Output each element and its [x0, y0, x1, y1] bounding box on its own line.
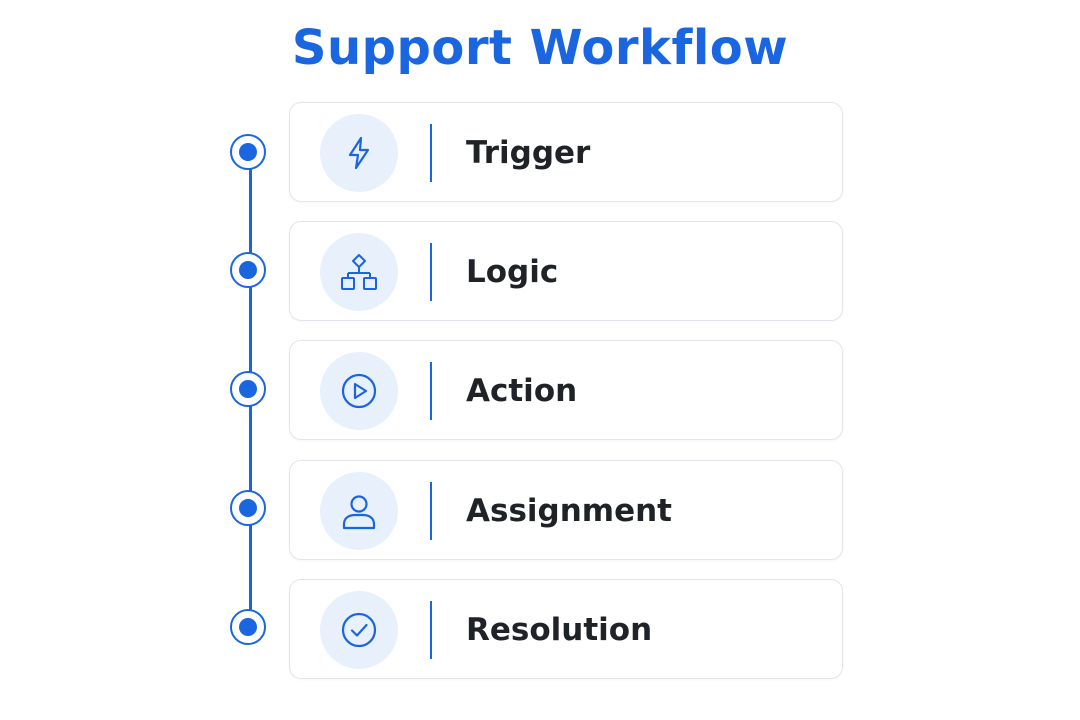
card-divider: [430, 482, 432, 540]
user-icon: [342, 495, 376, 530]
decision-tree-icon: [341, 254, 377, 290]
step-label-trigger: Trigger: [466, 135, 591, 171]
page-title: Support Workflow: [291, 20, 789, 76]
step-icon-badge: [320, 114, 398, 192]
step-label-logic: Logic: [466, 254, 559, 290]
timeline-node-trigger: [230, 134, 266, 170]
check-circle-icon: [341, 612, 377, 648]
step-card-trigger[interactable]: Trigger: [289, 102, 843, 202]
lightning-bolt-icon: [348, 136, 370, 170]
step-label-resolution: Resolution: [466, 612, 653, 648]
card-divider: [430, 243, 432, 301]
timeline-node-resolution: [230, 609, 266, 645]
card-divider: [430, 362, 432, 420]
timeline-node-action: [230, 371, 266, 407]
step-icon-badge: [320, 233, 398, 311]
step-card-assignment[interactable]: Assignment: [289, 460, 843, 560]
step-icon-badge: [320, 591, 398, 669]
step-card-logic[interactable]: Logic: [289, 221, 843, 321]
play-circle-icon: [341, 373, 377, 409]
step-label-assignment: Assignment: [466, 493, 672, 529]
card-divider: [430, 601, 432, 659]
step-card-action[interactable]: Action: [289, 340, 843, 440]
card-divider: [430, 124, 432, 182]
step-card-resolution[interactable]: Resolution: [289, 579, 843, 679]
step-icon-badge: [320, 472, 398, 550]
step-label-action: Action: [466, 373, 578, 409]
step-icon-badge: [320, 352, 398, 430]
timeline-node-assignment: [230, 490, 266, 526]
timeline-node-logic: [230, 252, 266, 288]
